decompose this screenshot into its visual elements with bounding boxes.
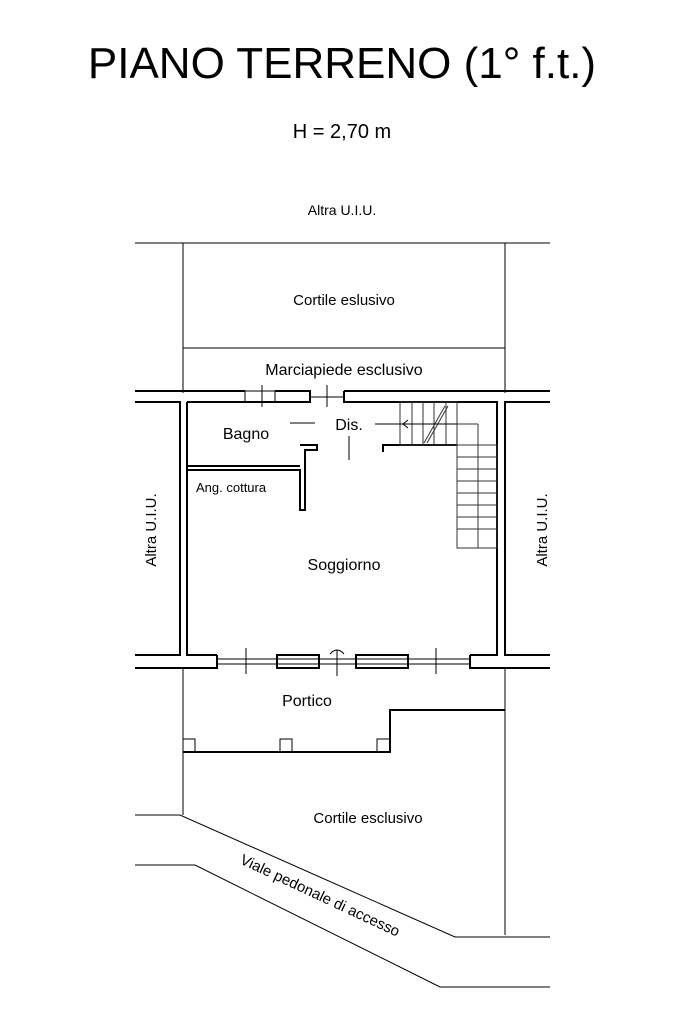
courtyard-top-outline bbox=[135, 242, 550, 393]
label-courtyard-top: Cortile eslusivo bbox=[293, 292, 395, 309]
label-sidewalk: Marciapiede esclusivo bbox=[265, 362, 423, 379]
label-left-neighbor: Altra U.I.U. bbox=[143, 493, 160, 566]
walls bbox=[135, 385, 550, 676]
access-path-outline bbox=[135, 814, 550, 988]
plan-title: PIANO TERRENO (1° f.t.) bbox=[88, 39, 596, 88]
label-bathroom: Bagno bbox=[223, 426, 269, 443]
label-courtyard-bottom: Cortile esclusivo bbox=[313, 810, 422, 827]
label-porch: Portico bbox=[282, 693, 332, 710]
staircase bbox=[375, 401, 498, 549]
label-top-neighbor: Altra U.I.U. bbox=[308, 202, 376, 218]
label-hallway: Dis. bbox=[335, 417, 363, 434]
label-kitchenette: Ang. cottura bbox=[196, 480, 267, 495]
porch-outline bbox=[182, 668, 506, 935]
label-living-room: Soggiorno bbox=[308, 557, 381, 574]
label-right-neighbor: Altra U.I.U. bbox=[534, 493, 551, 566]
height-label: H = 2,70 m bbox=[293, 121, 391, 143]
